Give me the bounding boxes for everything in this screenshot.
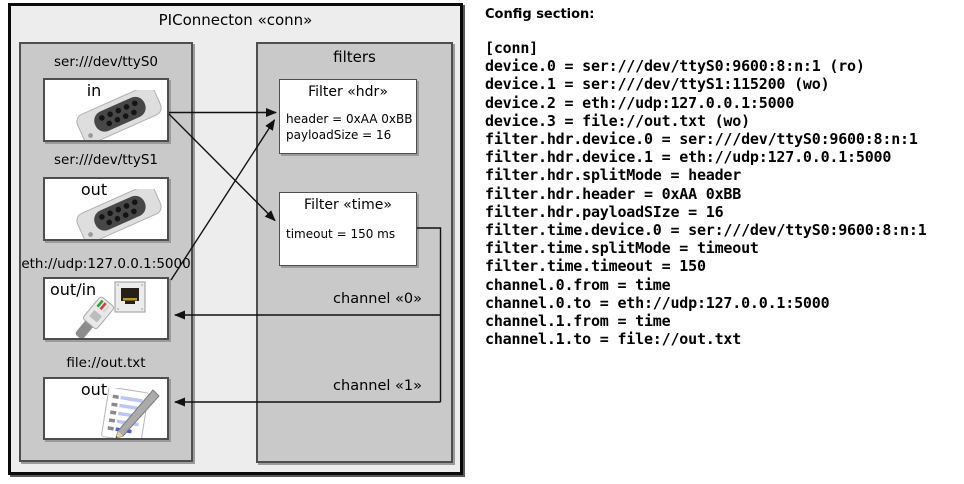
- config-line: channel.0.to = eth://udp:127.0.0.1:5000: [485, 293, 830, 312]
- filter-time-title: Filter «time»: [304, 197, 392, 213]
- device-box-ttys1: out: [43, 177, 169, 241]
- config-line: device.0 = ser:///dev/ttyS0:9600:8:n:1 (…: [485, 57, 865, 76]
- channel-1-label: channel «1»: [333, 378, 422, 394]
- config-lines: [conn] device.0 = ser:///dev/ttyS0:9600:…: [485, 39, 963, 348]
- config-line: filter.hdr.payloadSIze = 16: [485, 202, 724, 221]
- config-panel: Config section: [conn] device.0 = ser://…: [485, 7, 963, 348]
- ethernet-plug-icon: [75, 296, 115, 338]
- device-port-label: out/in: [50, 280, 97, 299]
- filter-hdr-attributes: header = 0xAA 0xBB payloadSize = 16: [286, 111, 414, 143]
- config-line: device.3 = file://out.txt (wo): [485, 111, 750, 130]
- config-line: filter.hdr.header = 0xAA 0xBB: [485, 184, 742, 203]
- config-line: channel.1.from = time: [485, 312, 671, 331]
- component-title: PIConnecton «conn»: [158, 11, 313, 29]
- config-line: filter.time.timeout = 150: [485, 257, 706, 276]
- filter-time-attributes: timeout = 150 ms: [286, 226, 414, 242]
- ethernet-port-icon: [114, 281, 146, 313]
- config-line: filter.time.splitMode = timeout: [485, 239, 759, 258]
- serial-connector-icon: [76, 90, 162, 140]
- device-uri-ttys0: ser:///dev/ttyS0: [54, 54, 158, 70]
- filter-attr: payloadSize = 16: [286, 128, 392, 142]
- config-line: filter.hdr.splitMode = header: [485, 166, 742, 185]
- config-line: filter.time.device.0 = ser:///dev/ttyS0:…: [485, 221, 927, 240]
- device-box-ttys0: in: [43, 78, 169, 142]
- device-port-label: out: [80, 180, 108, 199]
- filter-hdr-title: Filter «hdr»: [308, 84, 388, 100]
- device-box-file: out: [43, 377, 169, 440]
- config-line: channel.0.from = time: [485, 275, 671, 294]
- device-uri-eth: eth://udp:127.0.0.1:5000: [21, 256, 191, 272]
- filter-attr: timeout = 150 ms: [286, 227, 396, 241]
- serial-connector-icon: [76, 189, 162, 239]
- config-heading: Config section:: [485, 7, 595, 22]
- config-line: device.1 = ser:///dev/ttyS1:115200 (wo): [485, 75, 830, 94]
- device-uri-file: file://out.txt: [66, 355, 146, 371]
- filters-group-title: filters: [333, 48, 376, 66]
- config-line: device.2 = eth://udp:127.0.0.1:5000: [485, 93, 795, 112]
- device-port-label: out: [80, 380, 108, 399]
- device-port-label: in: [86, 81, 102, 100]
- config-line: filter.hdr.device.1 = eth://udp:127.0.0.…: [485, 148, 892, 167]
- filter-time-box: Filter «time» timeout = 150 ms: [279, 192, 417, 266]
- channel-0-label: channel «0»: [333, 291, 422, 307]
- device-uri-ttys1: ser:///dev/ttyS1: [54, 152, 158, 168]
- config-line: filter.hdr.device.0 = ser:///dev/ttyS0:9…: [485, 130, 918, 149]
- config-line: channel.1.to = file://out.txt: [485, 330, 742, 349]
- config-line: [conn]: [485, 39, 538, 57]
- filter-attr: header = 0xAA 0xBB: [286, 112, 413, 126]
- filter-hdr-box: Filter «hdr» header = 0xAA 0xBB payloadS…: [279, 79, 417, 154]
- notepad-icon: [101, 388, 160, 438]
- device-box-eth: out/in: [43, 277, 169, 340]
